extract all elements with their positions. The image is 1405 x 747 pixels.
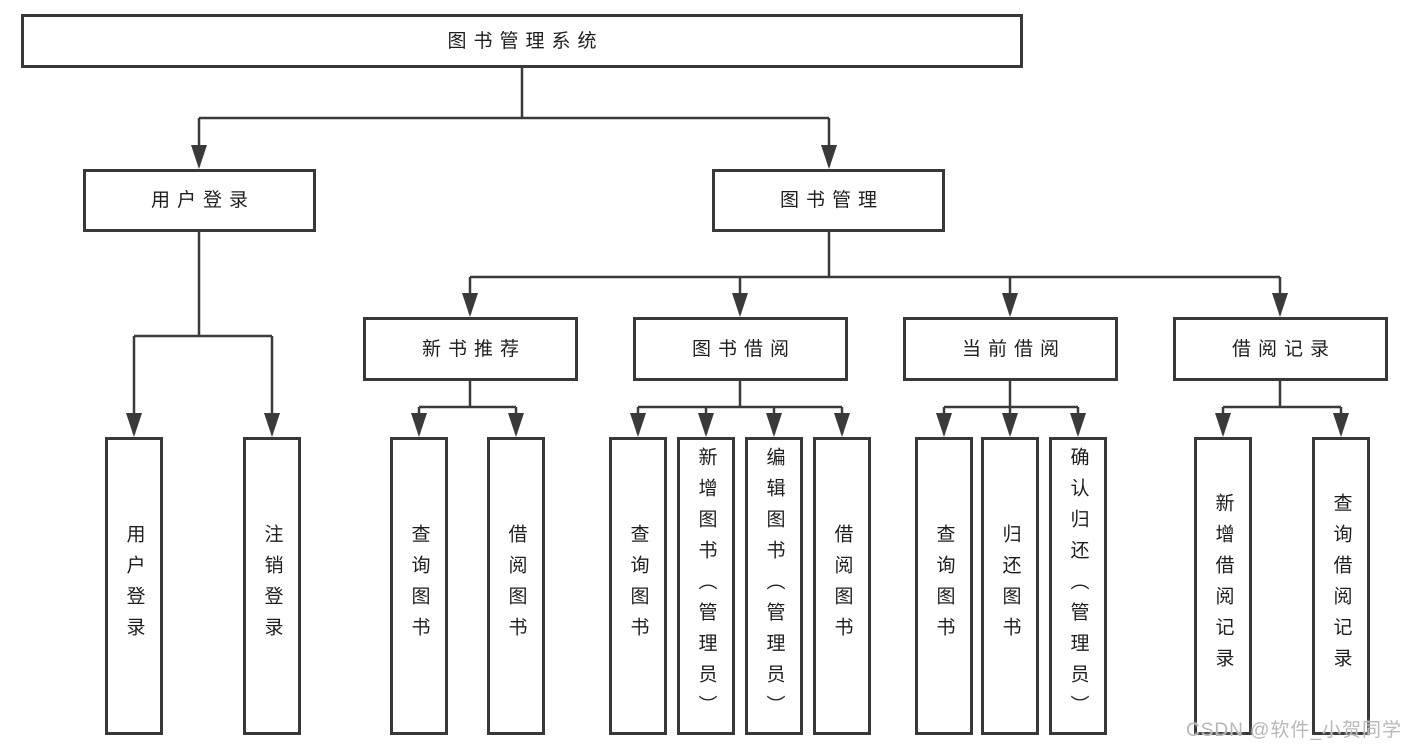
watermark: CSDN @软件_小贺同学 — [1186, 720, 1402, 741]
node-label: 用户登录 — [123, 524, 145, 648]
node-label: 编辑图书（管理员） — [763, 446, 785, 726]
leaf-logout: 注销登录 — [243, 437, 301, 735]
node-new-book-recommendation: 新书推荐 — [363, 317, 578, 381]
node-label: 注销登录 — [261, 524, 283, 648]
leaf-add-borrow-record: 新增借阅记录 — [1194, 437, 1252, 735]
leaf-query-borrow-record: 查询借阅记录 — [1312, 437, 1370, 735]
node-label: 查询图书 — [933, 524, 955, 648]
node-label: 当前借阅 — [961, 338, 1066, 360]
node-label: 图书借阅 — [691, 338, 796, 360]
node-borrowing-records: 借阅记录 — [1173, 317, 1388, 381]
node-label: 借阅图书 — [831, 524, 853, 648]
leaf-edit-books-admin: 编辑图书（管理员） — [745, 437, 803, 735]
node-label: 新增借阅记录 — [1212, 493, 1234, 679]
leaf-query-books-2: 查询图书 — [609, 437, 667, 735]
leaf-confirm-return-admin: 确认归还（管理员） — [1049, 437, 1107, 735]
node-library-management-system: 图书管理系统 — [21, 14, 1023, 68]
node-label: 借阅图书 — [505, 524, 527, 648]
leaf-add-books-admin: 新增图书（管理员） — [677, 437, 735, 735]
node-label: 查询借阅记录 — [1330, 493, 1352, 679]
node-book-borrowing: 图书借阅 — [633, 317, 848, 381]
node-label: 查询图书 — [408, 524, 430, 648]
leaf-return-books: 归还图书 — [981, 437, 1039, 735]
node-label: 查询图书 — [627, 524, 649, 648]
node-book-management: 图书管理 — [712, 169, 945, 232]
leaf-borrow-books-2: 借阅图书 — [813, 437, 871, 735]
node-label: 归还图书 — [999, 524, 1021, 648]
node-label: 图书管理 — [779, 190, 884, 211]
leaf-borrow-books-1: 借阅图书 — [487, 437, 545, 735]
node-label: 新增图书（管理员） — [695, 446, 717, 726]
node-user-login: 用户登录 — [83, 169, 316, 232]
node-label: 图书管理系统 — [447, 30, 604, 52]
node-current-borrowing: 当前借阅 — [903, 317, 1118, 381]
leaf-query-books-1: 查询图书 — [390, 437, 448, 735]
node-label: 借阅记录 — [1231, 338, 1336, 360]
node-label: 用户登录 — [150, 190, 255, 211]
leaf-user-login: 用户登录 — [105, 437, 163, 735]
leaf-query-books-3: 查询图书 — [915, 437, 973, 735]
node-label: 新书推荐 — [421, 338, 526, 360]
node-label: 确认归还（管理员） — [1067, 446, 1089, 726]
